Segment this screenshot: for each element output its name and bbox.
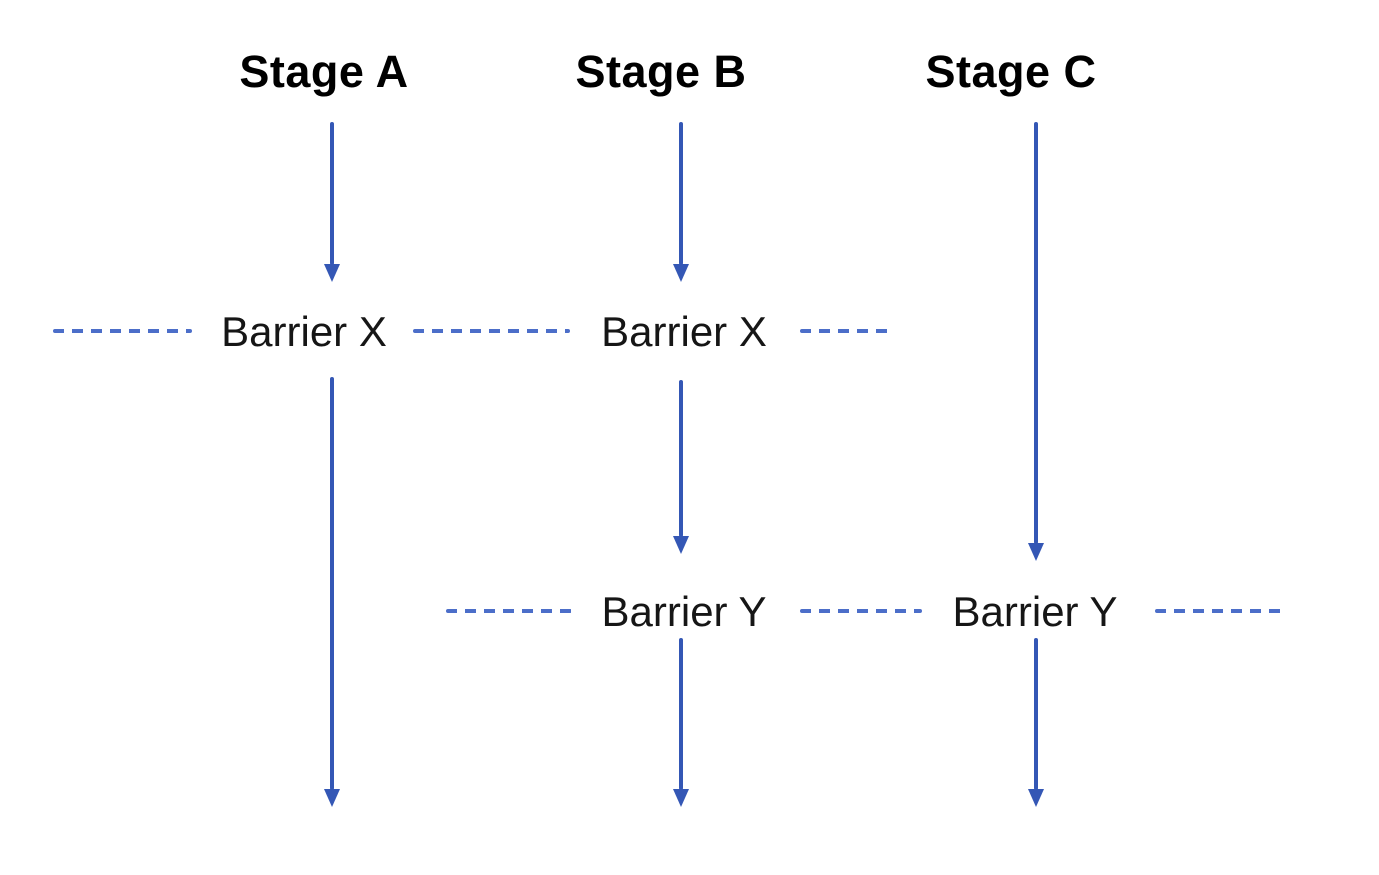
- barrier-y-dash-right: [1155, 609, 1283, 613]
- barrier-y-dash-middle: [800, 609, 922, 613]
- stage-c-arrow-top: [1034, 122, 1038, 544]
- barrier-x-label-2: Barrier X: [601, 308, 767, 355]
- stage-a-label: Stage A: [239, 46, 409, 97]
- stage-b-arrow-top: [679, 122, 683, 265]
- barrier-x-dash-left: [53, 329, 192, 333]
- barrier-y-dash-left: [446, 609, 572, 613]
- barrier-x-dash-middle: [413, 329, 570, 333]
- stage-a-arrow-bottom: [330, 377, 334, 790]
- stage-b-arrow-middle: [679, 380, 683, 537]
- stage-a-arrow-top: [330, 122, 334, 265]
- barrier-x-label-1: Barrier X: [221, 308, 387, 355]
- barrier-y-label-1: Barrier Y: [601, 588, 767, 635]
- stage-b-label: Stage B: [575, 46, 747, 97]
- stage-c-label: Stage C: [925, 46, 1097, 97]
- barrier-x-dash-right: [800, 329, 892, 333]
- barrier-y-label-2: Barrier Y: [952, 588, 1118, 635]
- stage-c-arrow-bottom: [1034, 638, 1038, 790]
- stage-b-arrow-bottom: [679, 638, 683, 790]
